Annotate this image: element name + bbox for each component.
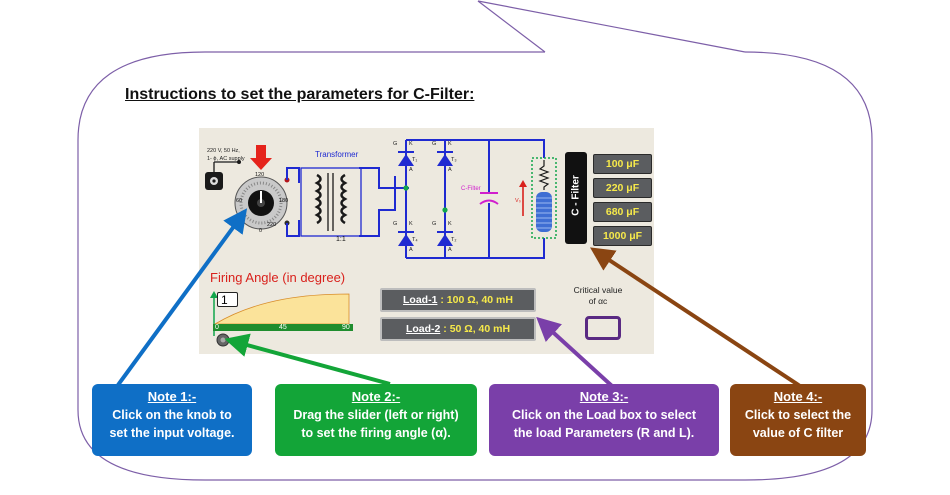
t4-gate: G [393, 221, 398, 227]
cfilter-label: C-Filter [461, 186, 481, 192]
t2-anode: A [448, 247, 452, 253]
note-1-title: Note 1:- [147, 389, 197, 404]
firing-angle-title: Firing Angle (in degree) [210, 270, 346, 285]
note-4-title: Note 4:- [773, 389, 823, 404]
t3-gate: G [432, 141, 437, 147]
load-1-button[interactable]: Load-1 : 100 Ω, 40 mH [380, 288, 536, 312]
knob-arrow-icon [250, 145, 272, 170]
c-filter-tab-label: C - Filter [570, 175, 582, 216]
knob-mark-top: 120 [255, 172, 265, 178]
rl-load [519, 157, 557, 239]
t1-cathode: K [409, 141, 413, 147]
simulator-panel: 220 V, 50 Hz, 1- ϕ, AC supply 120 0 60 1… [199, 128, 654, 354]
filter-capacitor [479, 192, 499, 205]
critical-value-box [585, 316, 621, 340]
vo-arrow-icon [519, 180, 527, 187]
transformer [300, 167, 362, 237]
note-2-title: Note 2:- [351, 389, 401, 404]
slider-tick-45: 45 [279, 324, 287, 331]
note-4: Note 4:- Click to select the value of C … [730, 384, 866, 456]
t3-anode: A [448, 167, 452, 173]
t2-gate: G [432, 221, 437, 227]
knob-mark-bottom: 0 [259, 228, 263, 234]
voltage-knob[interactable] [234, 145, 288, 230]
note-2: Note 2:- Drag the slider (left or right)… [275, 384, 477, 456]
critical-value-label: Critical value of αc [563, 285, 633, 307]
t2-cathode: K [448, 221, 452, 227]
thyristor-bridge [398, 151, 453, 246]
note-2-line1: Drag the slider (left or right) [293, 408, 459, 422]
t3-name: T₃ [451, 157, 457, 163]
ac-supply-socket [205, 160, 241, 190]
load-1-value: : 100 Ω, 40 mH [437, 294, 513, 306]
filter-option-100uf[interactable]: 100 μF [593, 154, 652, 174]
firing-angle-value: 1 [217, 292, 238, 307]
ratio-label: 1:1 [336, 236, 346, 243]
note-3-title: Note 3:- [579, 389, 629, 404]
note-3-line2: the load Parameters (R and L). [513, 426, 695, 440]
instructions-title: Instructions to set the parameters for C… [125, 86, 475, 103]
note-1: Note 1:- Click on the knob to set the in… [92, 384, 252, 456]
vo-label: V₀ [515, 198, 521, 204]
t2-name: T₂ [451, 237, 457, 243]
t4-anode: A [409, 247, 413, 253]
filter-option-1000uf[interactable]: 1000 μF [593, 226, 652, 246]
slider-tick-90: 90 [342, 324, 350, 331]
knob-mark-left: 60 [236, 198, 243, 204]
load-2-value: : 50 Ω, 40 mH [440, 323, 511, 335]
note-1-line1: Click on the knob to [112, 408, 232, 422]
knob-mark-right: 180 [279, 198, 289, 204]
t4-name: T₄ [412, 237, 418, 243]
circuit-diagram [205, 139, 557, 347]
knob-mark-bottom-right: 220 [267, 222, 277, 228]
critical-value-line2: of αc [588, 296, 608, 306]
note-3-line1: Click on the Load box to select [511, 408, 697, 422]
critical-value-line1: Critical value [573, 285, 623, 295]
slider-tick-0: 0 [215, 324, 219, 331]
load-1-name: Load-1 [403, 294, 438, 306]
supply-label-line2: 1- ϕ, AC supply [207, 156, 245, 162]
t1-name: T₁ [412, 157, 418, 163]
filter-option-680uf[interactable]: 680 μF [593, 202, 652, 222]
filter-option-220uf[interactable]: 220 μF [593, 178, 652, 198]
note-3: Note 3:- Click on the Load box to select… [489, 384, 719, 456]
note-2-line2: to set the firing angle (α). [301, 426, 451, 440]
note-4-line1: Click to select the [744, 408, 852, 422]
load-2-name: Load-2 [405, 323, 441, 335]
transformer-label: Transformer [315, 150, 359, 159]
t4-cathode: K [409, 221, 413, 227]
t3-cathode: K [448, 141, 452, 147]
note-4-line2: value of C filter [752, 426, 844, 440]
t1-anode: A [409, 167, 413, 173]
load-2-button[interactable]: Load-2 : 50 Ω, 40 mH [380, 317, 536, 341]
t1-gate: G [393, 141, 398, 147]
note-1-line2: set the input voltage. [109, 426, 235, 440]
c-filter-tab: C - Filter [565, 152, 587, 244]
supply-label-line1: 220 V, 50 Hz, [207, 148, 240, 154]
